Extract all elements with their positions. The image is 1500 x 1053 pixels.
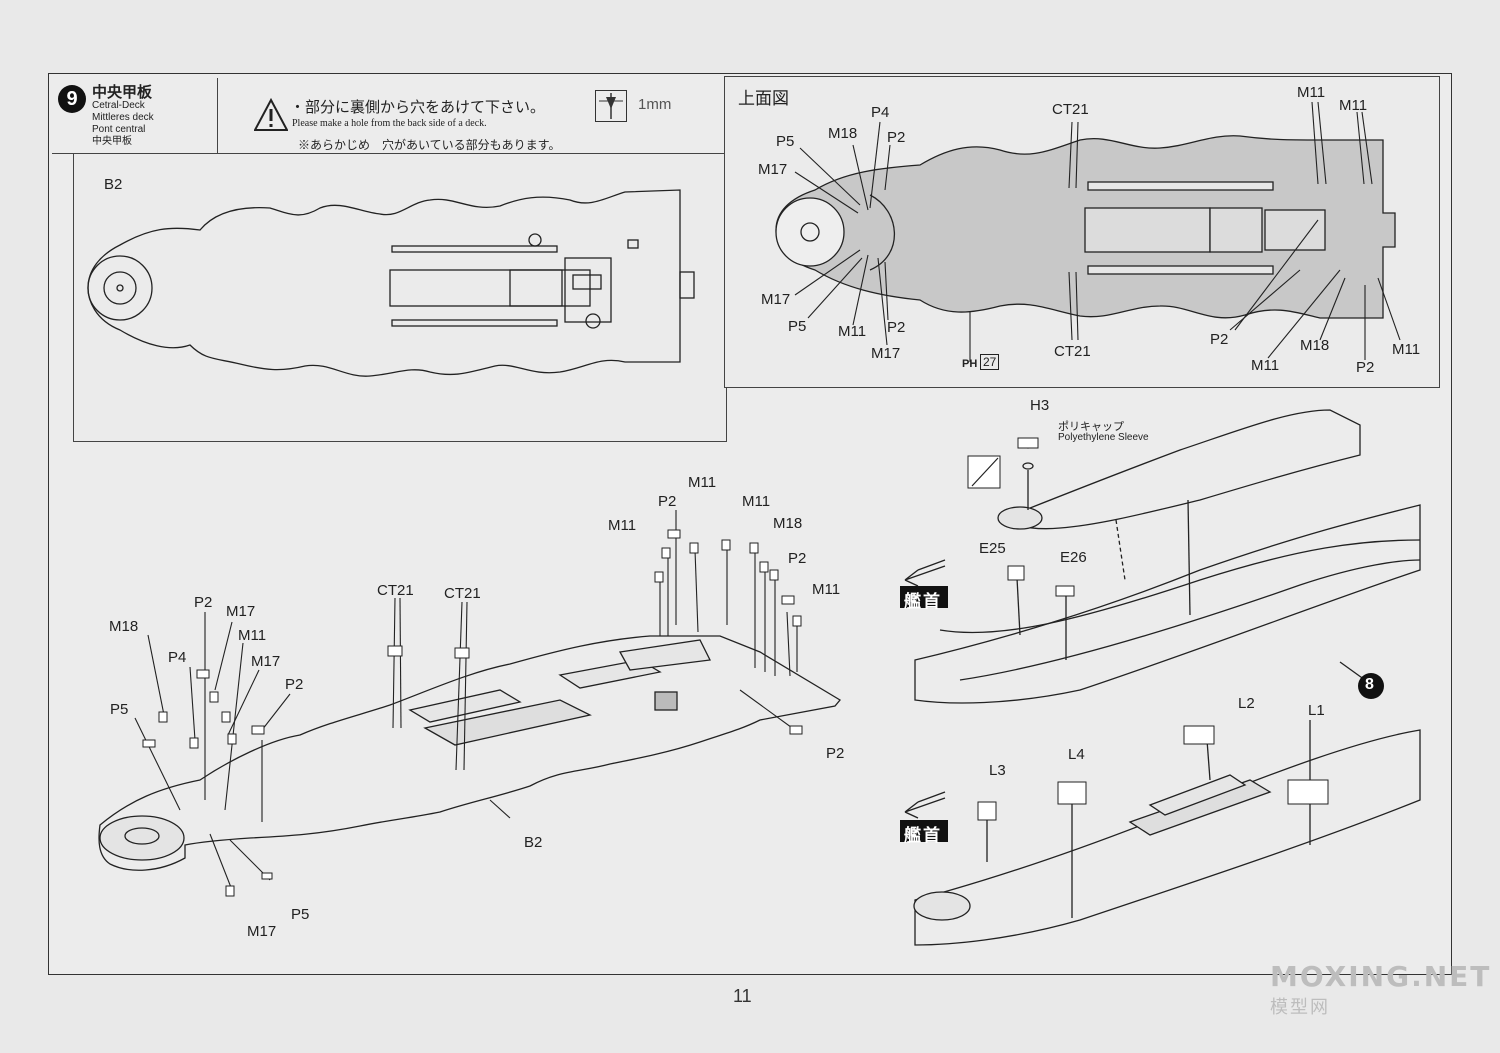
iso-b2: B2 [524, 834, 543, 851]
step-8-badge [1358, 673, 1384, 699]
label-l4: L4 [1068, 746, 1085, 763]
step-8-number: 8 [1365, 676, 1374, 693]
iso-m18: M18 [109, 618, 139, 635]
b2-plan-panel [73, 153, 727, 442]
tv-p5b: P5 [788, 318, 807, 335]
step-title-de: Mittleres deck [92, 112, 154, 123]
label-l2: L2 [1238, 695, 1255, 712]
iso-p2d: P2 [788, 550, 807, 567]
label-h3: H3 [1030, 397, 1050, 414]
tv-m11a: M11 [1297, 84, 1326, 101]
watermark-cn: 模型网 [1270, 997, 1330, 1018]
ph-label: PH [962, 358, 978, 370]
tv-m11d: M11 [1251, 357, 1280, 374]
iso-p2e: P2 [826, 745, 845, 762]
step-header: 9 中央甲板 Cetral-Deck Mittleres deck Pont c… [52, 78, 218, 154]
top-view-deck [775, 135, 1396, 319]
tv-m18b: M18 [1300, 337, 1330, 354]
drill-icon [595, 90, 627, 122]
iso-ct21a: CT21 [377, 582, 414, 599]
iso-p4: P4 [168, 649, 187, 666]
tv-m17b: M17 [761, 291, 791, 308]
label-poly-en: Polyethylene Sleeve [1058, 432, 1149, 443]
iso-m17a: M17 [226, 603, 256, 620]
iso-p2b: P2 [285, 676, 304, 693]
tv-p2b: P2 [887, 319, 906, 336]
tv-p5: P5 [776, 133, 795, 150]
tv-m11c: M11 [838, 323, 867, 340]
step-title-jp: 中央甲板 [92, 84, 153, 101]
tv-m11b: M11 [1339, 97, 1368, 114]
watermark-site: MOXING.NET [1270, 960, 1492, 993]
iso-p5a: P5 [110, 701, 129, 718]
tv-ct21a: CT21 [1052, 101, 1089, 118]
label-l1: L1 [1308, 702, 1325, 719]
tv-m17a: M17 [758, 161, 788, 178]
iso-ct21b: CT21 [444, 585, 481, 602]
ph-number: 27 [980, 354, 1000, 370]
b2-deck-plan [87, 189, 695, 377]
tv-m18: M18 [828, 125, 858, 142]
label-poly-jp: ポリキャップ [1058, 421, 1124, 433]
b2-plan-label: B2 [104, 176, 123, 193]
iso-p2c: P2 [658, 493, 677, 510]
iso-m11d: M11 [742, 493, 771, 510]
iso-m11b: M11 [608, 517, 637, 534]
hull-assembly-lower [913, 729, 1421, 946]
drill-size: 1mm [638, 96, 672, 113]
bow-label-upper: 艦首 [904, 592, 942, 611]
step-title-cn: 中央甲板 [92, 136, 132, 147]
notice-line2: Please make a hole from the back side of… [292, 118, 487, 129]
tv-ct21b: CT21 [1054, 343, 1091, 360]
tv-p2c: P2 [1210, 331, 1229, 348]
label-l3: L3 [989, 762, 1006, 779]
tv-m17c: M17 [871, 345, 901, 362]
iso-m18b: M18 [773, 515, 803, 532]
step-number-badge: 9 [58, 85, 86, 113]
step-title-en: Cetral-Deck [92, 100, 145, 111]
label-e26: E26 [1060, 549, 1087, 566]
iso-m17c: M17 [247, 923, 277, 940]
top-view-title: 上面図 [738, 89, 789, 108]
tv-p4: P4 [871, 104, 890, 121]
notice-block: ・部分に裏側から穴をあけて下さい。 Please make a hole fro… [218, 78, 723, 153]
tv-p2a: P2 [887, 129, 906, 146]
label-e25: E25 [979, 540, 1006, 557]
iso-m17b: M17 [251, 653, 281, 670]
bow-label-lower: 艦首 [904, 826, 942, 845]
iso-m11c: M11 [688, 474, 717, 491]
iso-p5b: P5 [291, 906, 310, 923]
notice-line1: ・部分に裏側から穴をあけて下さい。 [290, 99, 546, 116]
page-number: 11 [733, 986, 752, 1006]
tv-m11e: M11 [1392, 341, 1421, 358]
iso-m11e: M11 [812, 581, 841, 598]
step-title-fr: Pont central [92, 124, 146, 135]
iso-p2a: P2 [194, 594, 213, 611]
warning-icon [254, 98, 288, 132]
tv-p2d: P2 [1356, 359, 1375, 376]
notice-line3: ※あらかじめ 穴があいている部分もあります。 [298, 138, 561, 152]
iso-m11a: M11 [238, 627, 267, 644]
